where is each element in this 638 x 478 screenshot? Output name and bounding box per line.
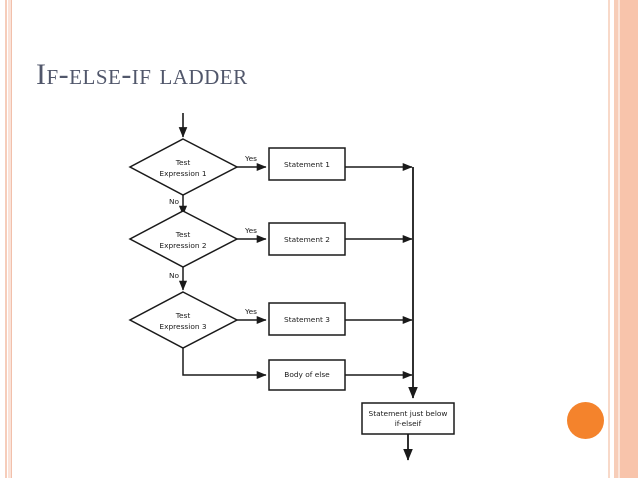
process-statement-1: Statement 1: [268, 147, 346, 181]
decision-1-no-label: No: [169, 197, 180, 206]
decision-1-yes-label: Yes: [244, 154, 257, 163]
final-statement-line2: if-elseif: [395, 419, 422, 428]
statement-2-label: Statement 2: [284, 235, 330, 244]
decision-2-line2: Expression 2: [159, 241, 206, 250]
right-border-stripe-4: [618, 0, 620, 478]
decision-3-yes-label: Yes: [244, 307, 257, 316]
decision-1-line2: Expression 1: [159, 169, 206, 178]
right-border-stripe-3: [614, 0, 618, 478]
statement-1-label: Statement 1: [284, 160, 330, 169]
left-border-stripe-3: [11, 0, 12, 478]
decision-3-line2: Expression 3: [159, 322, 206, 331]
decision-test-expression-1: Test Expression 1: [128, 138, 239, 196]
right-border-stripe-2: [611, 0, 614, 478]
final-statement-line1: Statement just below: [369, 409, 448, 418]
process-statement-3: Statement 3: [268, 302, 346, 336]
right-border-stripe-1: [608, 0, 610, 478]
process-statement-below-if-elseif: Statement just below if-elseif: [361, 402, 455, 435]
decision-test-expression-2: Test Expression 2: [128, 210, 239, 268]
process-body-of-else: Body of else: [268, 359, 346, 391]
body-of-else-label: Body of else: [284, 370, 330, 379]
decision-3-line1: Test: [175, 311, 191, 320]
decision-2-yes-label: Yes: [244, 226, 257, 235]
right-border-stripe-5: [620, 0, 638, 478]
page-title: If-else-if ladder: [36, 58, 248, 91]
decision-2-line1: Test: [175, 230, 191, 239]
decision-3-else-arrow: [182, 348, 267, 380]
left-border-stripe-2: [8, 0, 11, 478]
decision-2-no-label: No: [169, 271, 180, 280]
decision-test-expression-3: Test Expression 3: [128, 291, 239, 349]
decision-1-line1: Test: [175, 158, 191, 167]
left-border-stripe-1: [5, 0, 7, 478]
accent-circle-decoration: [567, 402, 604, 439]
statement-3-label: Statement 3: [284, 315, 330, 324]
process-statement-2: Statement 2: [268, 222, 346, 256]
